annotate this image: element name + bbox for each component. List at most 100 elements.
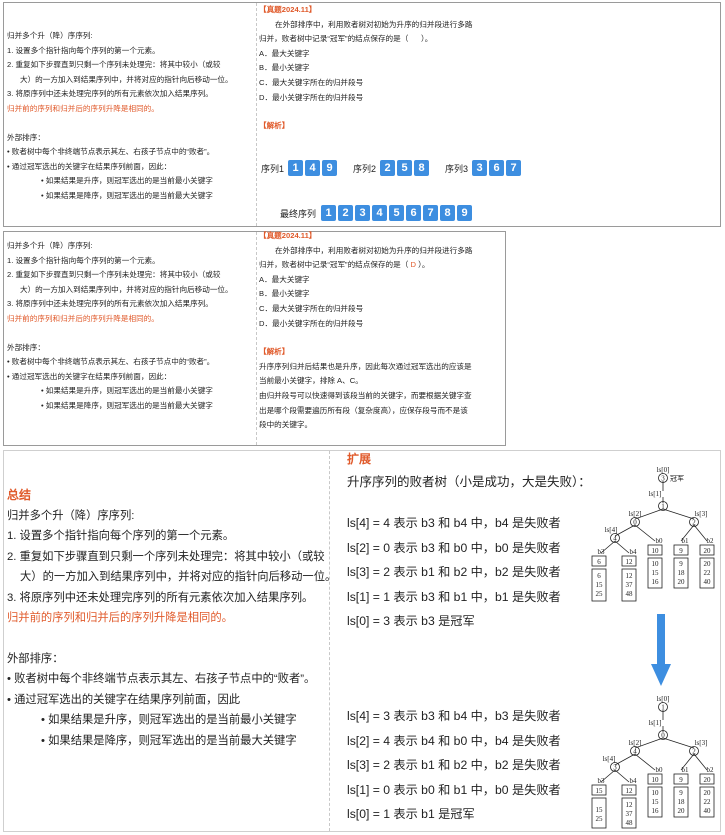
- question-stem: 在外部排序中，利用败者树对初始为升序的归并段进行多路: [275, 19, 473, 29]
- extension-title: 升序序列的败者树（小是成功，大是失败）：: [347, 475, 591, 489]
- option-d: D．最小关键字所在的归并段号: [259, 318, 364, 328]
- external-subitem: 如果结果是升序，则冠军选出的是当前最小关键字: [7, 384, 253, 399]
- tree-node-value: 0: [661, 732, 665, 740]
- sequence-label: 序列2: [353, 163, 377, 174]
- question-tag: 【真题2024.11】: [259, 5, 317, 14]
- seq-box: 7: [506, 160, 522, 176]
- external-title: 外部排序：: [7, 652, 64, 665]
- run-value: 20: [678, 578, 686, 586]
- down-arrow-icon: [651, 614, 671, 686]
- leaf-label: b3: [598, 548, 606, 556]
- external-item: 通过冠军选出的关键字在结果序列前面，因此: [7, 690, 327, 711]
- tree-node-value: 2: [692, 748, 696, 756]
- summary-highlight: 归并前的序列和归并后的序列升降是相同的。: [7, 103, 159, 113]
- ls-line: ls[4] = 4 表示 b3 和 b4 中，b4 是失败者: [347, 516, 561, 530]
- tree-node-label: ls[1]: [649, 490, 662, 498]
- run-value: 12: [626, 572, 634, 580]
- question-stem: 在外部排序中，利用败者树对初始为升序的归并段进行多路: [275, 245, 473, 255]
- run-value: 22: [704, 569, 712, 577]
- seq-box: 9: [322, 160, 338, 176]
- leaf-top: 12: [626, 787, 634, 795]
- analysis-tag: 【解析】: [259, 347, 290, 357]
- run-value: 40: [704, 578, 712, 586]
- seq-box: 4: [372, 205, 388, 221]
- question-panel-1: 归并多个升（降）序序列: 1. 设置多个指针指向每个序列的第一个元素。 2. 重…: [3, 2, 721, 227]
- leaf-top: 20: [704, 547, 712, 555]
- summary-left-2: 归并多个升（降）序序列: 1. 设置多个指针指向每个序列的第一个元素。 2. 重…: [7, 239, 253, 414]
- ls-line: ls[3] = 2 表示 b1 和 b2 中，b2 是失败者: [347, 565, 561, 579]
- ls-line: ls[0] = 3 表示 b3 是冠军: [347, 614, 475, 628]
- column-divider: [256, 232, 257, 445]
- tree-node-label: ls[0]: [657, 695, 670, 703]
- run-value: 15: [596, 581, 604, 589]
- summary-item: 2. 重复如下步骤直到只剩一个序列未处理完：将其中较小（或较: [7, 60, 221, 70]
- summary-item: 3. 将原序列中还未处理完序列的所有元素依次加入结果序列。: [7, 299, 213, 309]
- option-b: B．最小关键字: [259, 63, 310, 73]
- leaf-label: b4: [630, 548, 638, 556]
- tree-node-value: 3: [661, 475, 665, 483]
- leaf-top: 10: [652, 776, 660, 784]
- tree-node-value: 1: [661, 704, 665, 712]
- question-stem-2: 归并，败者树中记录“冠军”的结点保存的是（ ）。: [259, 34, 433, 44]
- run-value: 15: [652, 798, 660, 806]
- option-a: A．最大关键字: [259, 274, 310, 284]
- tree-node-label: ls[4]: [605, 526, 618, 534]
- tree-node-label: ls[0]: [657, 466, 670, 474]
- option-d: D．最小关键字所在的归并段号: [259, 92, 364, 102]
- leaf-top: 9: [679, 547, 683, 555]
- run-value: 18: [678, 798, 686, 806]
- external-subitem: 如果结果是升序，则冠军选出的是当前最小关键字: [7, 710, 327, 731]
- run-value: 16: [652, 578, 660, 586]
- run-value: 20: [704, 560, 712, 568]
- external-subitem: 如果结果是降序，则冠军选出的是当前最大关键字: [7, 399, 253, 414]
- option-c: C．最大关键字所在的归并段号: [259, 303, 364, 313]
- external-item: 通过冠军选出的关键字在结果序列前面，因此：: [7, 370, 253, 385]
- run-value: 16: [652, 807, 660, 815]
- analysis-line: 段中的关键字。: [259, 420, 313, 430]
- sequence-3: 序列3 3 6 7: [445, 160, 523, 176]
- analysis-tag: 【解析】: [259, 121, 290, 131]
- leaf-label: b0: [656, 537, 664, 545]
- ls-line: ls[1] = 1 表示 b3 和 b1 中，b1 是失败者: [347, 589, 561, 604]
- seq-box: 2: [380, 160, 396, 176]
- external-subitem: 如果结果是降序，则冠军选出的是当前最大关键字: [7, 731, 327, 752]
- tree-node-label: ls[3]: [695, 739, 708, 747]
- tree-node-label: ls[3]: [695, 510, 708, 518]
- seq-box: 6: [489, 160, 505, 176]
- external-subitem: 如果结果是升序，则冠军选出的是当前最小关键字: [7, 174, 253, 189]
- tree-node-label: ls[4]: [603, 755, 616, 763]
- seq-box: 1: [321, 205, 337, 221]
- analysis-line: 出是哪个段需要遍历所有段（复杂度高），应保存段号而不是该: [259, 405, 468, 415]
- seq-box: 9: [457, 205, 473, 221]
- question-tag: 【真题2024.11】: [259, 231, 317, 240]
- summary-item: 2. 重复如下步骤直到只剩一个序列未处理完：将其中较小（或较: [7, 270, 221, 280]
- summary-item: 3. 将原序列中还未处理完序列的所有元素依次加入结果序列。: [7, 591, 314, 604]
- answer-d: D: [410, 260, 416, 270]
- external-subitem: 如果结果是降序，则冠军选出的是当前最大关键字: [7, 189, 253, 204]
- summary-title: 归并多个升（降）序序列:: [7, 509, 135, 522]
- sequence-2: 序列2 2 5 8: [353, 160, 431, 176]
- extension-heading: 扩展: [347, 452, 372, 466]
- run-value: 18: [678, 569, 686, 577]
- leaf-top: 15: [596, 787, 604, 795]
- leaf-top: 12: [626, 558, 634, 566]
- leaf-top: 6: [597, 558, 601, 566]
- question-2: 【真题2024.11】 在外部排序中，利用败者树对初始为升序的归并段进行多路 归…: [259, 229, 503, 433]
- sequence-1: 序列1 1 4 9: [261, 160, 339, 176]
- option-a: A．最大关键字: [259, 48, 310, 58]
- tree-node-label: ls[2]: [629, 510, 642, 518]
- tree-node-label: ls[1]: [649, 719, 662, 727]
- loser-tree-2: ls[0] 1 ls[1] 0 ls[2] 4 ls[3] 2 ls[4] 3 …: [591, 695, 715, 829]
- run-value: 6: [597, 572, 601, 580]
- summary-highlight: 归并前的序列和归并后的序列升降是相同的。: [7, 612, 233, 624]
- run-value: 15: [652, 569, 660, 577]
- question-panel-2: 归并多个升（降）序序列: 1. 设置多个指针指向每个序列的第一个元素。 2. 重…: [3, 231, 506, 446]
- question-stem-2: 归并，败者树中记录“冠军”的结点保存的是（ D ）。: [259, 260, 430, 270]
- run-value: 20: [678, 807, 686, 815]
- leaf-label: b2: [707, 537, 715, 545]
- summary-item: 1. 设置多个指针指向每个序列的第一个元素。: [7, 530, 235, 542]
- run-value: 37: [626, 581, 634, 589]
- tree-node-value: 3: [613, 764, 617, 772]
- seq-box: 5: [389, 205, 405, 221]
- question-1: 【真题2024.11】 在外部排序中，利用败者树对初始为升序的归并段进行多路 归…: [259, 3, 719, 134]
